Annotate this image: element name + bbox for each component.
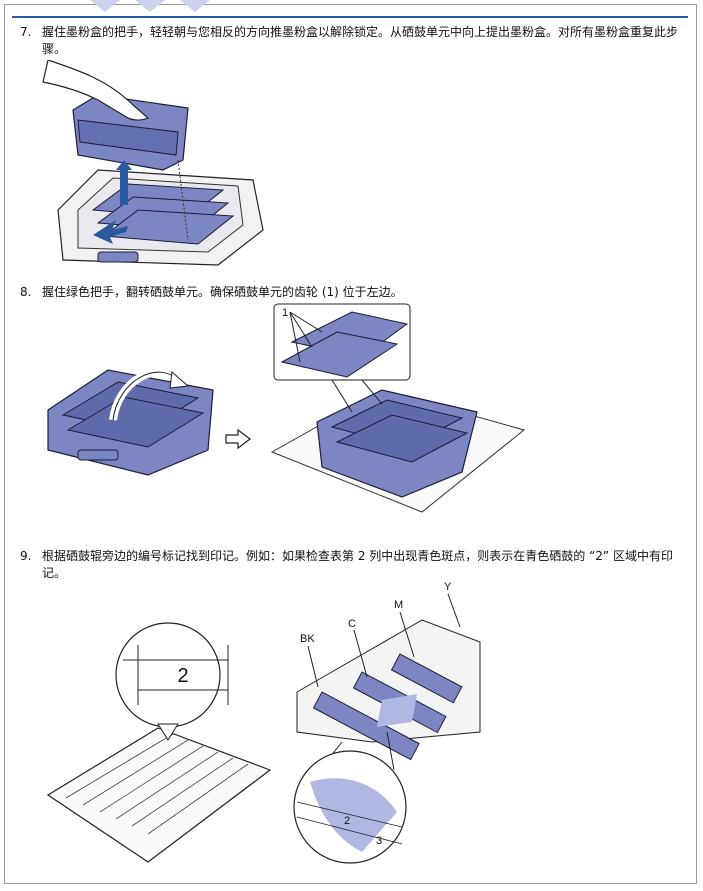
callout-label-1: 1	[282, 307, 288, 319]
figure-drum-zoom: BK C M Y 2 3	[293, 582, 481, 864]
step-text: 根据硒鼓辊旁边的编号标记找到印记。例如：如果检查表第 2 列中出现青色斑点，则表…	[42, 549, 673, 580]
zoom-mark-2: 2	[344, 815, 350, 827]
step-number: 9.	[20, 549, 32, 563]
label-m: M	[394, 599, 403, 611]
label-y: Y	[444, 582, 452, 593]
header-decoration	[90, 0, 210, 12]
step-text: 握住绿色把手，翻转硒鼓单元。确保硒鼓单元的齿轮 (1) 位于左边。	[42, 285, 403, 299]
zoom-mark-3: 3	[376, 835, 382, 847]
header-rule	[12, 16, 688, 18]
step-text: 握住墨粉盒的把手，轻轻朝与您相反的方向推墨粉盒以解除锁定。从硒鼓单元中向上提出墨…	[42, 25, 679, 56]
label-bk: BK	[300, 633, 315, 645]
step-number: 7.	[20, 25, 32, 39]
page-frame	[4, 4, 697, 884]
figure-check-sheet: 2	[46, 622, 272, 863]
figure-remove-toner	[42, 60, 264, 266]
arrow-right-icon	[225, 428, 251, 450]
sheet-column-number: 2	[177, 665, 188, 687]
figure-drum-gears: 1	[270, 303, 526, 513]
figure-drum-flip	[47, 368, 214, 476]
step-number: 8.	[20, 285, 32, 299]
label-c: C	[348, 618, 356, 630]
